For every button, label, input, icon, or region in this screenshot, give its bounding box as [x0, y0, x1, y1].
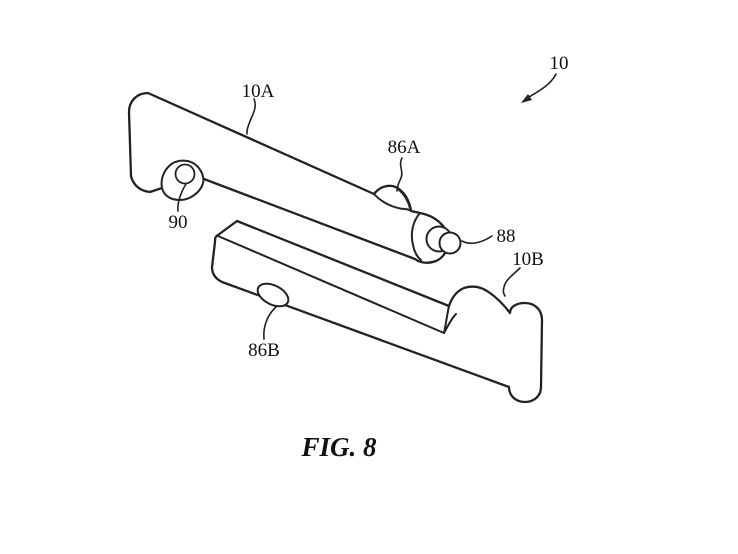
pin-88-tip-circle — [438, 231, 462, 255]
leader-10B — [502, 267, 521, 297]
boss-86A-inner-accent — [398, 189, 411, 209]
end-cap-face-line — [410, 212, 422, 261]
ref-label-10: 10 — [550, 53, 569, 74]
hook-90-hole — [174, 163, 196, 185]
ref-label-90: 90 — [169, 212, 188, 233]
boss-86A-base-line — [373, 193, 412, 212]
reference-labels: 10 10A 86A 88 10B 90 86B — [169, 53, 569, 361]
lower-band-step-crease — [443, 305, 450, 334]
leader-86B — [263, 306, 277, 340]
leader-10A — [246, 98, 256, 135]
part-10B — [210, 219, 544, 404]
ref-label-10A: 10A — [242, 81, 275, 102]
part-10A — [127, 91, 462, 264]
assembly-arrowhead-10 — [521, 94, 532, 103]
leader-90 — [177, 183, 187, 212]
ref-label-86B: 86B — [248, 340, 280, 361]
ref-label-88: 88 — [497, 226, 516, 247]
leader-86A — [396, 157, 403, 192]
boss-86B-oval — [256, 282, 290, 308]
ref-label-86A: 86A — [388, 137, 421, 158]
leader-88 — [461, 235, 493, 244]
ref-label-10B: 10B — [512, 249, 544, 270]
figure-caption: FIG. 8 — [300, 432, 377, 462]
assembly-arrow-10 — [528, 73, 557, 98]
lower-band-outline — [210, 219, 544, 404]
leader-lines — [177, 73, 557, 340]
